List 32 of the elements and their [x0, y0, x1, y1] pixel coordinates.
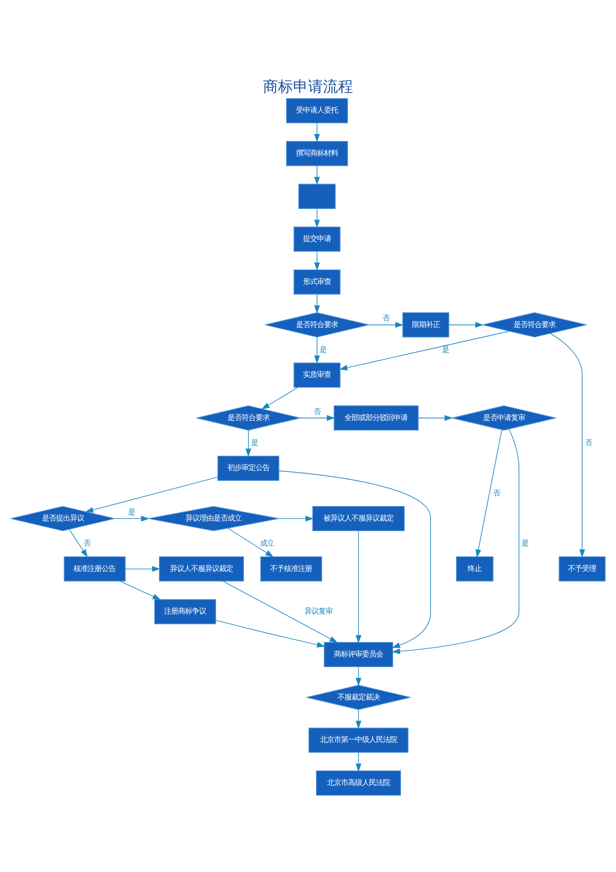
- arrow: [476, 430, 502, 558]
- arrow: [448, 322, 484, 328]
- arrow: [550, 333, 585, 558]
- arrow: [69, 529, 88, 558]
- arrow: [356, 530, 362, 644]
- arrow: [339, 330, 510, 370]
- arrow: [314, 294, 320, 314]
- arrow: [114, 516, 150, 522]
- arrow: [85, 476, 218, 513]
- arrow: [314, 251, 320, 271]
- arrow: [392, 428, 520, 654]
- arrow: [300, 415, 335, 421]
- arrow: [314, 166, 320, 186]
- arrow: [222, 580, 338, 643]
- arrow: [356, 710, 362, 729]
- arrow: [261, 387, 298, 410]
- arrow: [125, 566, 160, 572]
- arrow: [418, 415, 453, 421]
- arrow: [314, 208, 320, 228]
- node-box: [298, 184, 336, 209]
- arrow: [278, 470, 431, 648]
- arrow: [356, 752, 362, 772]
- arrow: [278, 516, 314, 522]
- arrow: [368, 322, 404, 328]
- arrow: [356, 666, 362, 686]
- diagram-title: 商标申请流程: [263, 77, 353, 96]
- arrow: [120, 580, 161, 600]
- arrow: [314, 122, 320, 142]
- arrow: [216, 620, 326, 648]
- arrow: [228, 528, 274, 558]
- arrow: [314, 336, 320, 364]
- arrow: [246, 430, 252, 457]
